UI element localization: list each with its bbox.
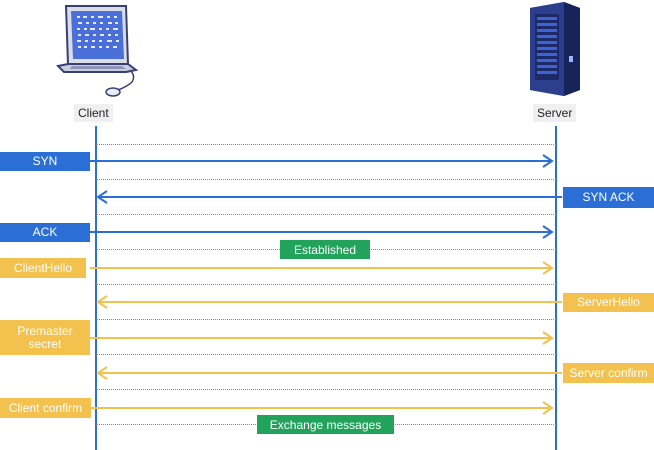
status-established: Established <box>280 240 370 259</box>
separator <box>96 354 556 355</box>
server-label: Server <box>533 104 577 122</box>
separator <box>96 179 556 180</box>
arrow-client-hello <box>90 261 554 275</box>
server-lifeline <box>555 126 557 450</box>
separator <box>96 389 556 390</box>
separator <box>96 214 556 215</box>
arrow-premaster-secret <box>90 331 554 345</box>
message-server-confirm: Server confirm <box>563 363 654 383</box>
message-syn-ack: SYN ACK <box>563 187 654 208</box>
client-label: Client <box>74 104 113 122</box>
arrow-server-hello <box>96 295 562 309</box>
message-client-hello: ClientHello <box>0 258 86 278</box>
message-premaster-secret: Premaster secret <box>0 320 90 355</box>
message-syn: SYN <box>0 152 90 171</box>
laptop-icon <box>55 5 139 97</box>
message-ack: ACK <box>0 223 90 242</box>
arrow-client-confirm <box>90 401 554 415</box>
separator <box>96 144 556 145</box>
status-exchange-messages: Exchange messages <box>257 415 394 434</box>
arrow-syn <box>90 154 554 168</box>
server-rack-icon <box>530 2 580 96</box>
message-client-confirm: Client confirm <box>0 398 91 418</box>
arrow-server-confirm <box>96 366 562 380</box>
separator <box>96 319 556 320</box>
client-lifeline <box>95 126 97 450</box>
message-server-hello: ServerHello <box>563 293 654 312</box>
arrow-syn-ack <box>96 190 562 204</box>
separator <box>96 284 556 285</box>
arrow-ack <box>90 225 554 239</box>
